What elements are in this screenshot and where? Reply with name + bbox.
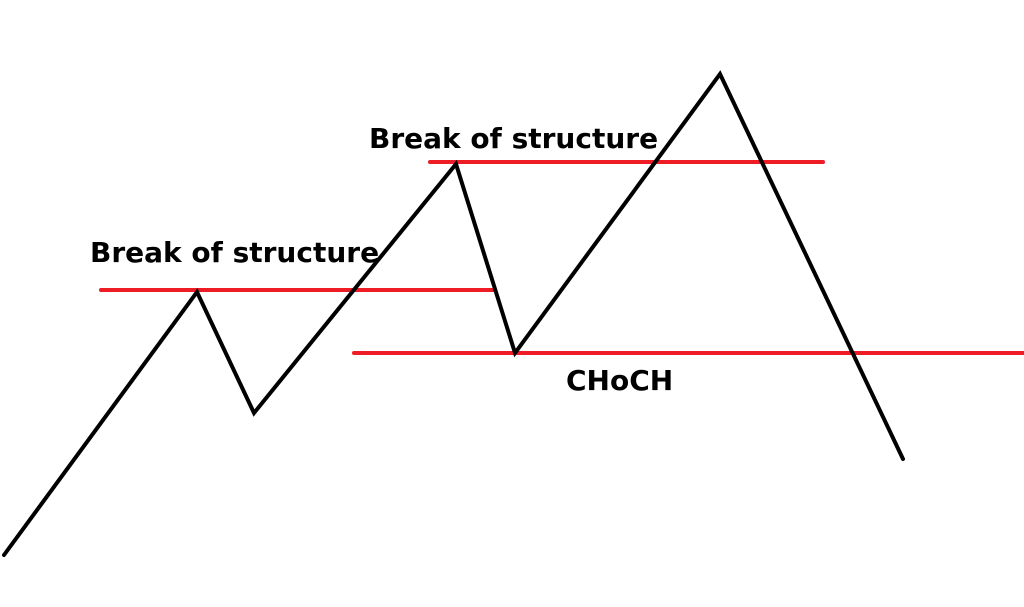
bos-label-lower: Break of structure [90, 236, 379, 269]
choch-label: CHoCH [566, 364, 673, 397]
price-path [2, 70, 905, 557]
bos-label-upper: Break of structure [369, 122, 658, 155]
